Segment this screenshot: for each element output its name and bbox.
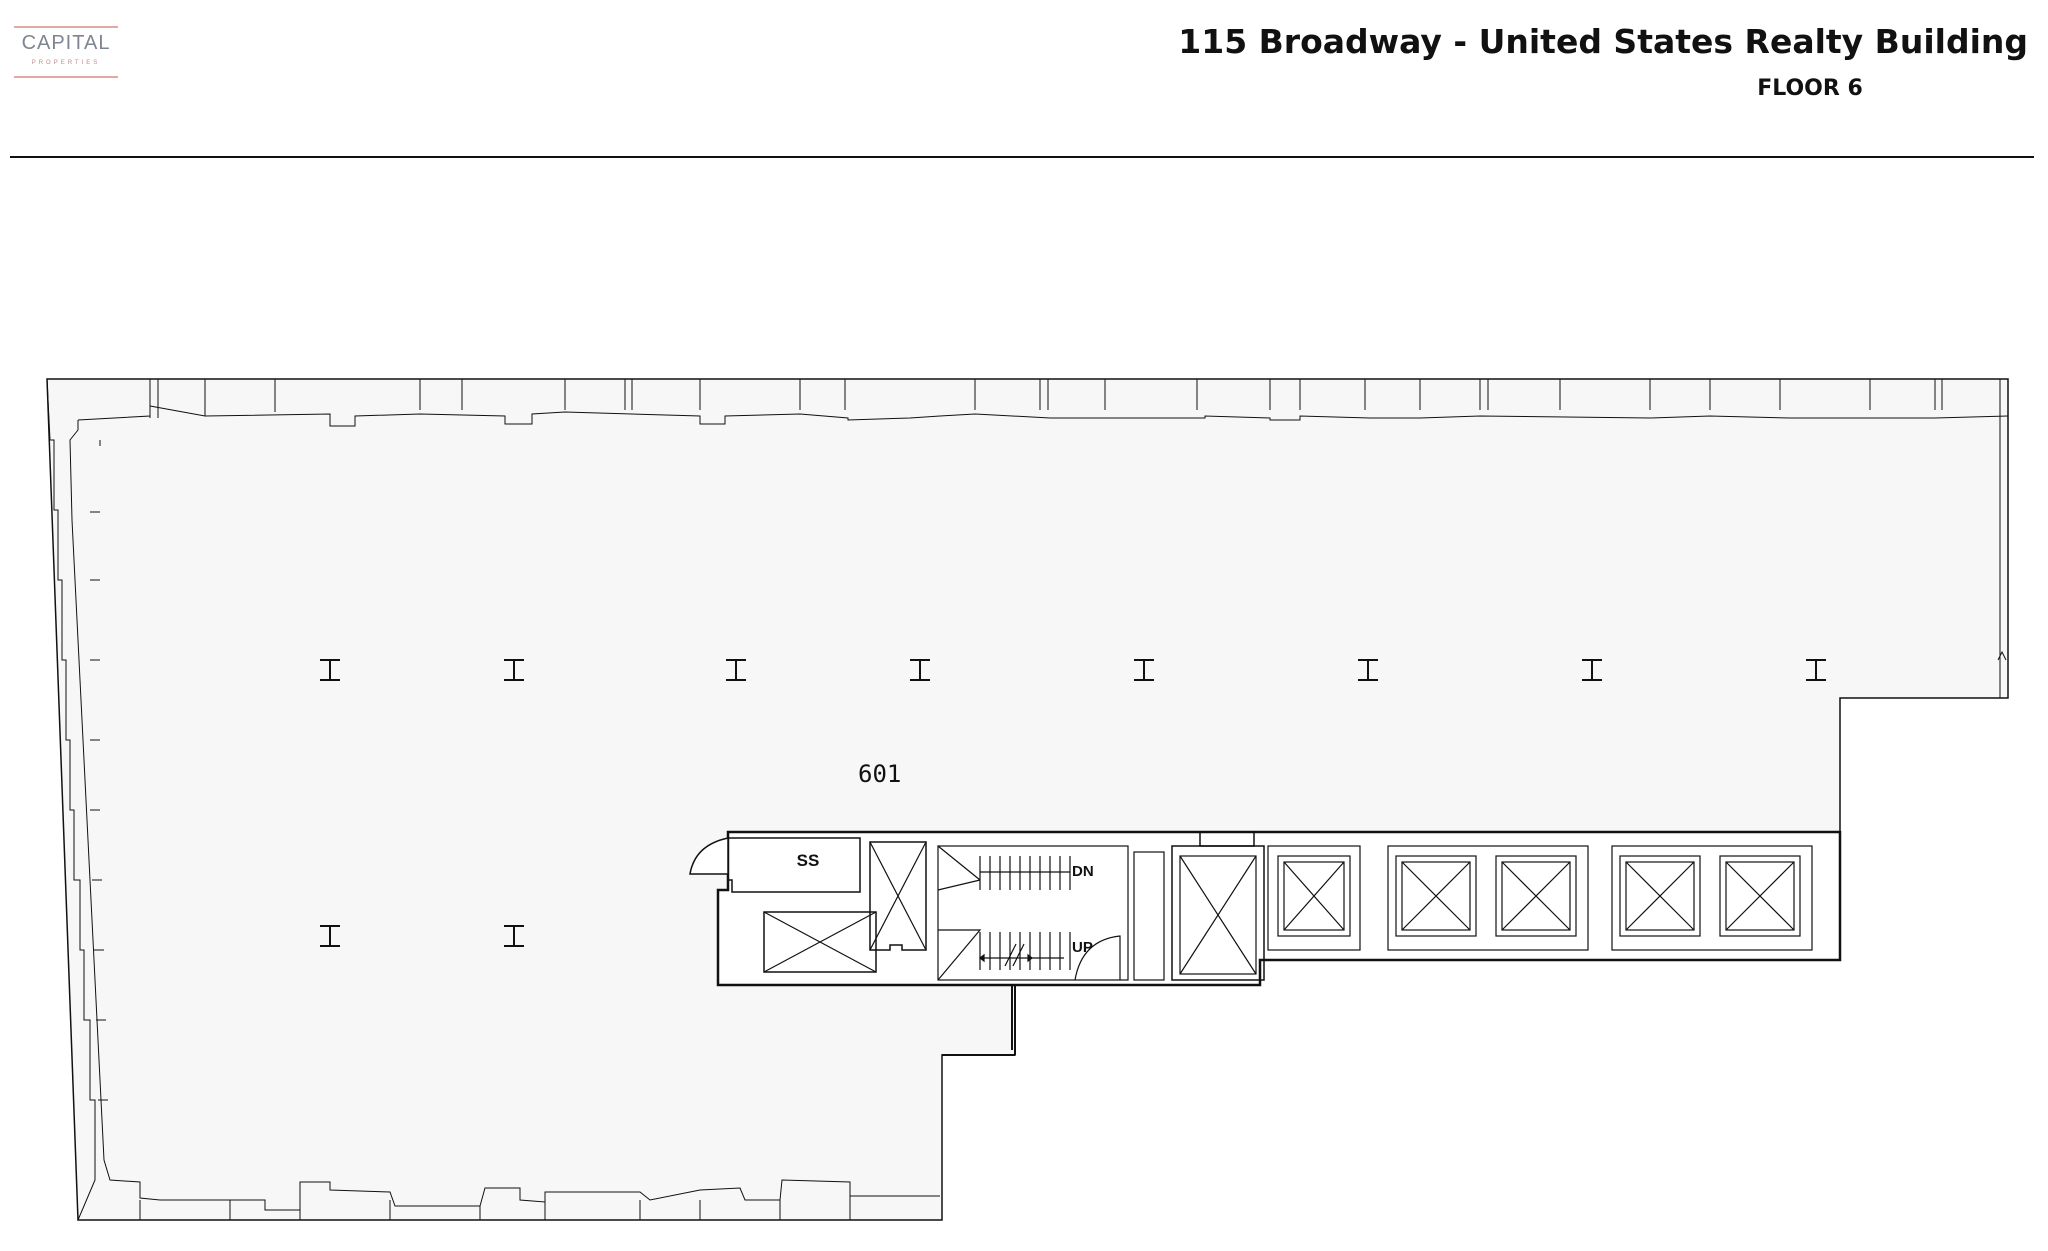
i-beam-column-icon (1806, 659, 1826, 681)
shaft-icon (869, 841, 927, 951)
elevator-cross-icon (1395, 855, 1477, 937)
elevator-cross-icon (1495, 855, 1577, 937)
suite-label: 601 (858, 760, 901, 788)
logo-name: CAPITAL (21, 32, 111, 54)
lower-wall-notch (942, 985, 1016, 1056)
stair-up-label: UP (1072, 939, 1093, 956)
stair-icon (937, 845, 1129, 981)
i-beam-column-icon (504, 925, 524, 947)
elevator-cross-icon (763, 911, 877, 973)
i-beam-column-icon (1582, 659, 1602, 681)
page-title: 115 Broadway - United States Realty Buil… (1178, 22, 2028, 61)
i-beam-column-icon (504, 659, 524, 681)
elevator-cross-icon (1277, 855, 1351, 937)
logo-bottom-rule (14, 76, 118, 78)
elevator-bank (1267, 845, 1813, 951)
floor-outline (46, 378, 2009, 1221)
header-divider (10, 156, 2034, 158)
i-beam-column-icon (320, 659, 340, 681)
exterior-wall-top (46, 379, 2009, 698)
i-beam-column-icon (910, 659, 930, 681)
i-beam-column-icon (320, 925, 340, 947)
building-core: SS DN UP (689, 830, 1842, 987)
elevator-cross-icon (1619, 855, 1701, 937)
column-grid (320, 659, 1826, 947)
elevator-cross-icon (1719, 855, 1801, 937)
i-beam-column-icon (1358, 659, 1378, 681)
riser (1133, 851, 1165, 981)
floor-subtitle: FLOOR 6 (1757, 76, 1863, 101)
ss-label: SS (797, 851, 820, 870)
i-beam-column-icon (726, 659, 746, 681)
exterior-wall-left (46, 378, 940, 1221)
i-beam-column-icon (1134, 659, 1154, 681)
elevator-cross-icon (1171, 831, 1265, 981)
logo-top-rule (14, 26, 118, 28)
stair-down-label: DN (1072, 863, 1094, 880)
logo-subtext: PROPERTIES (31, 60, 101, 66)
company-logo: CAPITAL PROPERTIES (14, 24, 118, 80)
page-header: CAPITAL PROPERTIES 115 Broadway - United… (0, 0, 2048, 160)
